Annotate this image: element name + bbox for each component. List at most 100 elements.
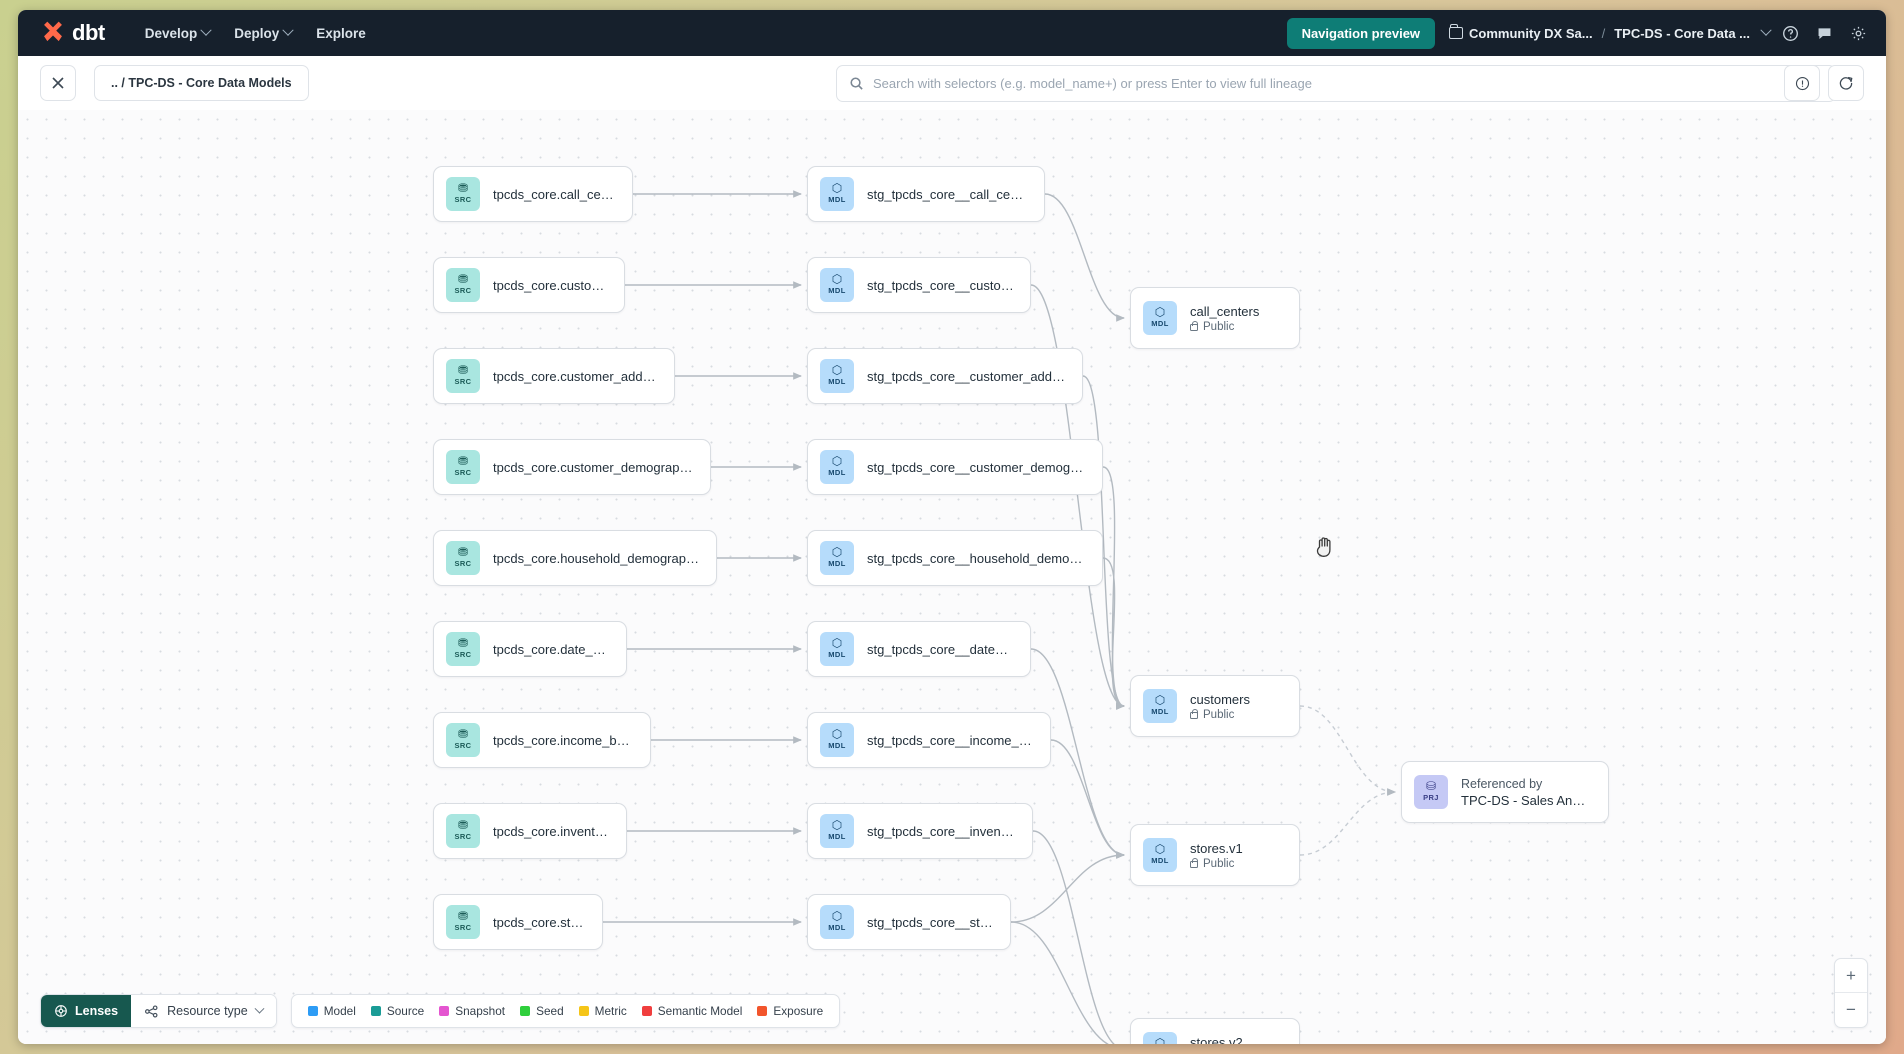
node-label: stg_tpcds_core__household_demogr... xyxy=(867,550,1086,566)
navigation-preview-button[interactable]: Navigation preview xyxy=(1286,17,1436,49)
nav-item-deploy-label: Deploy xyxy=(234,25,280,41)
node-text-column: stg_tpcds_core__store xyxy=(867,915,994,930)
close-lineage-button[interactable] xyxy=(40,65,76,101)
lineage-node-src-customer[interactable]: ⛃SRC tpcds_core.customer xyxy=(433,257,625,313)
node-label: tpcds_core.customer_demographics xyxy=(493,459,694,475)
badge-glyph: ⬡ xyxy=(831,272,843,286)
badge-type-label: SRC xyxy=(454,741,472,750)
breadcrumb-project[interactable]: TPC-DS - Core Data ... xyxy=(1614,24,1772,41)
src-badge-icon: ⛃SRC xyxy=(446,359,480,393)
lineage-edge xyxy=(1030,284,1125,710)
mdl-badge-icon: ⬡MDL xyxy=(820,359,854,393)
node-text-column: tpcds_core.store xyxy=(493,915,586,930)
legend-item[interactable]: Model xyxy=(307,1004,356,1018)
lineage-breadcrumb[interactable]: .. / TPC-DS - Core Data Models xyxy=(94,65,309,101)
node-text-column: stores.v2Public xyxy=(1190,1035,1243,1045)
node-text-column: stg_tpcds_core__customer xyxy=(867,278,1014,293)
legend-label: Snapshot xyxy=(455,1004,506,1018)
legend-swatch xyxy=(307,1006,318,1016)
nav-item-explore[interactable]: Explore xyxy=(304,20,378,47)
legend-item[interactable]: Seed xyxy=(520,1004,564,1018)
badge-glyph: ⬡ xyxy=(1154,693,1166,707)
lineage-node-src-store[interactable]: ⛃SRC tpcds_core.store xyxy=(433,894,603,950)
node-label: stg_tpcds_core__inventory xyxy=(867,823,1016,839)
badge-type-label: SRC xyxy=(454,195,472,204)
legend-item[interactable]: Semantic Model xyxy=(641,1004,742,1018)
node-label: tpcds_core.store xyxy=(493,914,586,930)
search-input[interactable] xyxy=(873,76,1823,91)
lenses-button[interactable]: Lenses xyxy=(41,995,132,1027)
badge-type-label: MDL xyxy=(828,468,846,477)
refresh-icon[interactable] xyxy=(1828,65,1864,101)
src-badge-icon: ⛃SRC xyxy=(446,268,480,302)
search-icon xyxy=(850,77,863,90)
node-access-label: Public xyxy=(1203,708,1235,721)
node-text-column: tpcds_core.call_center xyxy=(493,187,616,202)
prj-badge-icon: ⛁PRJ xyxy=(1414,775,1448,809)
resource-type-icon xyxy=(145,1005,158,1017)
badge-glyph: ⛃ xyxy=(457,545,469,559)
info-icon[interactable] xyxy=(1784,65,1820,101)
legend-item[interactable]: Source xyxy=(370,1004,424,1018)
help-circle-icon[interactable] xyxy=(1776,19,1804,47)
gear-icon[interactable] xyxy=(1844,19,1872,47)
legend-item[interactable]: Metric xyxy=(578,1004,627,1018)
mdl-badge-icon: ⬡MDL xyxy=(820,723,854,757)
resource-type-dropdown[interactable]: Resource type xyxy=(131,995,276,1027)
breadcrumb-account[interactable]: Community DX Sa... xyxy=(1449,24,1593,41)
nav-item-explore-label: Explore xyxy=(316,25,366,41)
badge-type-label: SRC xyxy=(454,559,472,568)
badge-type-label: MDL xyxy=(828,832,846,841)
node-subtitle: TPC-DS - Sales Analytics xyxy=(1461,792,1592,808)
nav-item-develop[interactable]: Develop xyxy=(133,20,223,47)
badge-glyph: ⬡ xyxy=(831,363,843,377)
node-text-column: tpcds_core.income_band xyxy=(493,733,634,748)
badge-glyph: ⛁ xyxy=(1425,779,1437,793)
search-box[interactable] xyxy=(836,65,1836,102)
legend-label: Exposure xyxy=(773,1004,824,1018)
badge-type-label: SRC xyxy=(454,468,472,477)
node-label: stores.v1 xyxy=(1190,840,1243,856)
badge-type-label: MDL xyxy=(828,559,846,568)
lineage-toolbar: .. / TPC-DS - Core Data Models xyxy=(18,56,1886,110)
legend-item[interactable]: Snapshot xyxy=(439,1004,505,1018)
nav-item-deploy[interactable]: Deploy xyxy=(222,20,304,47)
node-label: tpcds_core.income_band xyxy=(493,732,634,748)
legend-item[interactable]: Exposure xyxy=(757,1004,823,1018)
lenses-group: Lenses Resource type xyxy=(40,994,277,1028)
dbt-logo[interactable]: dbt xyxy=(40,20,105,46)
node-text-column: stg_tpcds_core__household_demogr... xyxy=(867,551,1086,566)
node-label: tpcds_core.customer xyxy=(493,277,608,293)
node-label: tpcds_core.date_dim xyxy=(493,641,610,657)
dbt-x-icon xyxy=(44,21,62,42)
node-label: stg_tpcds_core__store xyxy=(867,914,994,930)
zoom-in-button[interactable]: + xyxy=(1835,959,1867,993)
zoom-out-button[interactable]: − xyxy=(1846,1000,1856,1019)
node-label: stores.v2 xyxy=(1190,1034,1243,1045)
feedback-icon[interactable] xyxy=(1810,19,1838,47)
src-badge-icon: ⛃SRC xyxy=(446,905,480,939)
lock-icon xyxy=(1190,858,1198,868)
